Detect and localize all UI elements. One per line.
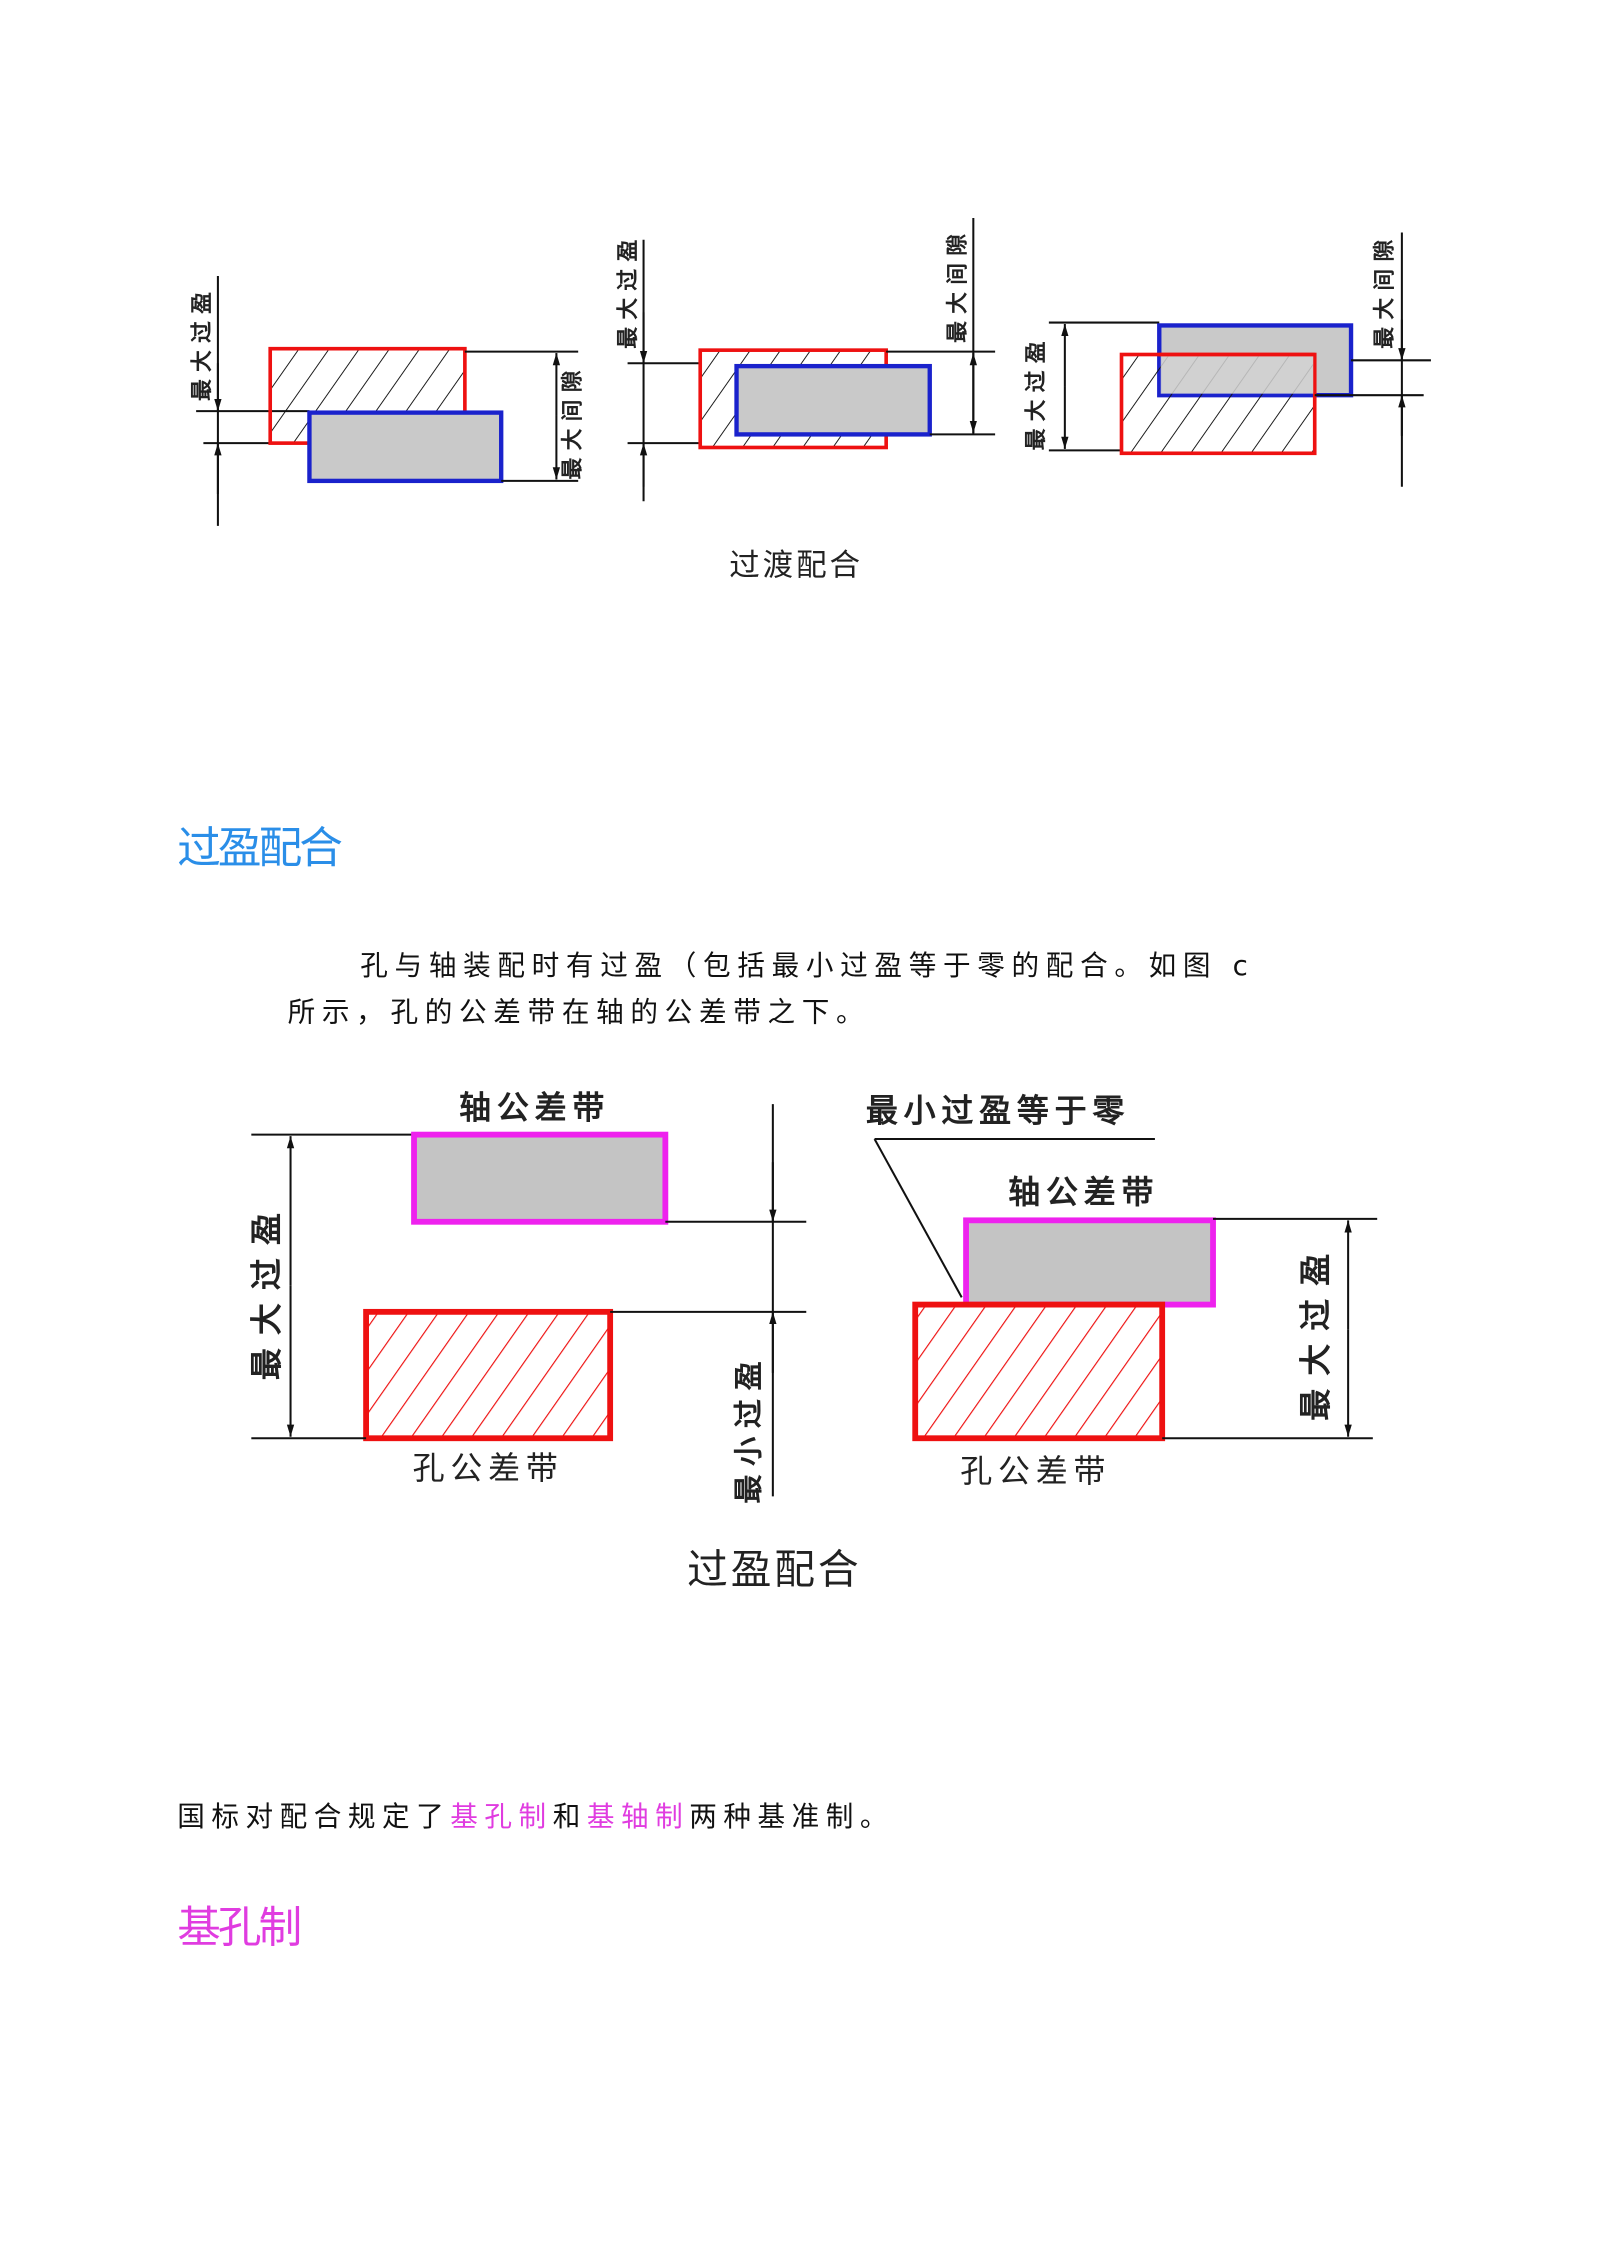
label-shaft-zone: 轴公差带: [459, 1089, 610, 1127]
label-shaft-zone: 轴公差带: [1008, 1173, 1159, 1211]
transition-panel-2: 最大过盈 最大间隙: [616, 217, 996, 502]
transition-panel-3: 最大过盈 最大间隙: [1024, 232, 1431, 487]
interference-panel-left: 轴公差带 最大过盈 最小过盈 孔公差带: [247, 1089, 807, 1504]
interference-panel-right: 最小过盈等于零 轴公差带 最大过盈 孔公差带: [866, 1092, 1378, 1490]
label-max-interference: 最大过盈: [247, 1200, 285, 1380]
label-max-interference: 最大过盈: [1296, 1241, 1334, 1421]
shaft-tolerance-zone: [963, 1217, 1216, 1308]
section-heading-hole-basis: 基孔制: [177, 1903, 299, 1953]
link-hole-basis[interactable]: 基孔制: [450, 1800, 552, 1833]
paragraph-line-1: 孔与轴装配时有过盈（包括最小过盈等于零的配合。如图 c: [360, 949, 1254, 982]
label-min-interference: 最小过盈: [731, 1353, 765, 1504]
standards-suffix: 两种基准制。: [689, 1800, 894, 1833]
label-max-interference: 最大过盈: [1024, 334, 1049, 450]
label-max-clearance: 最大间隙: [561, 363, 586, 479]
paragraph-line-2: 所示，孔的公差带在轴的公差带之下。: [288, 995, 871, 1028]
label-hole-zone: 孔公差带: [413, 1449, 564, 1487]
hole-tolerance-zone: [363, 1308, 614, 1442]
interference-fit-figure: 轴公差带 最大过盈 最小过盈 孔公差带 最小过盈等于零 轴公差带: [247, 1089, 1378, 1594]
standards-prefix: 国标对配合规定了: [177, 1800, 450, 1833]
standards-and: 和: [553, 1800, 587, 1833]
link-shaft-basis[interactable]: 基轴制: [587, 1800, 689, 1833]
label-hole-zone: 孔公差带: [960, 1452, 1111, 1490]
shaft-tolerance-zone: [411, 1131, 669, 1225]
figure-caption: 过渡配合: [729, 548, 863, 583]
label-max-interference: 最大过盈: [190, 285, 215, 401]
transition-fit-figure: 最大过盈 最大间隙 最大过盈 最大间隙: [190, 217, 1431, 583]
label-min-interference-zero: 最小过盈等于零: [866, 1092, 1130, 1130]
hole-tolerance-zone: [912, 1301, 1166, 1442]
label-max-interference: 最大过盈: [616, 233, 641, 349]
standards-sentence: 国标对配合规定了基孔制和基轴制两种基准制。: [177, 1800, 894, 1833]
transition-panel-1: 最大过盈 最大间隙: [190, 276, 586, 526]
label-max-clearance: 最大间隙: [946, 227, 971, 343]
figure-caption: 过盈配合: [687, 1546, 861, 1594]
shaft-tolerance-zone: [307, 410, 504, 484]
section-heading-interference-fit: 过盈配合: [177, 824, 342, 874]
shaft-tolerance-zone: [734, 363, 932, 437]
label-max-clearance: 最大间隙: [1373, 233, 1398, 349]
